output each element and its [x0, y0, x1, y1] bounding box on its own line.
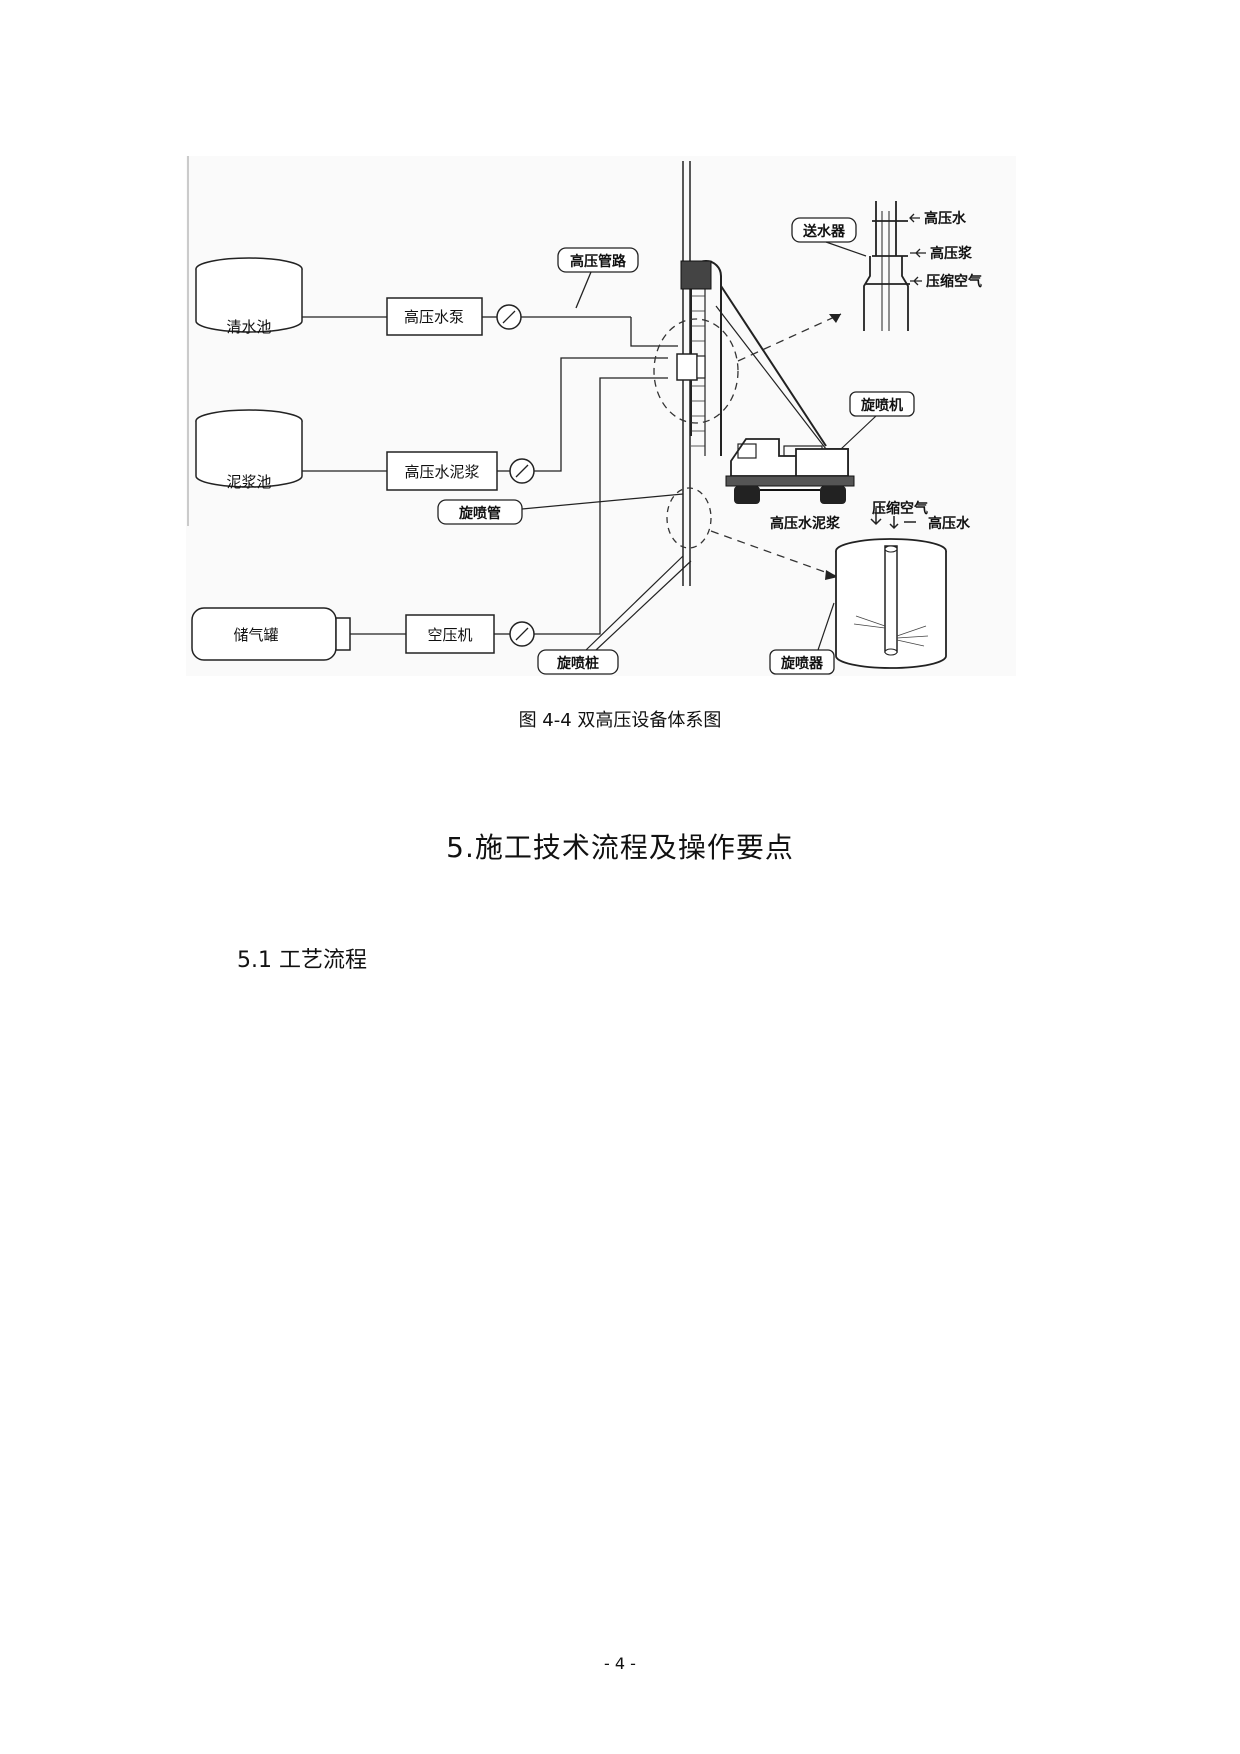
- subsection-title: 5.1 工艺流程: [237, 948, 367, 973]
- jet-nozzle-callout: 旋喷器: [769, 602, 835, 675]
- page-number: - 4 -: [604, 1654, 636, 1673]
- mud-tank: 泥浆池: [195, 409, 303, 491]
- hp-water-bottom-label: 高压水: [928, 515, 971, 532]
- compressed-air-label: 压缩空气: [926, 273, 982, 290]
- air-compressor-label: 空压机: [427, 626, 472, 644]
- hp-cement-slurry-bottom-label: 高压水泥浆: [770, 515, 841, 532]
- water-feeder-label: 送水器: [802, 223, 846, 240]
- hp-water-label: 高压水: [924, 210, 967, 227]
- jet-pipe-label: 旋喷管: [458, 505, 501, 522]
- detail-arrow: [737, 313, 842, 362]
- water-feeder-detail: [863, 201, 926, 331]
- swivel-block: [676, 353, 698, 381]
- clear-water-tank-label: 清水池: [226, 318, 271, 336]
- hp-pipeline-label: 高压管路: [570, 253, 627, 270]
- air-compressor-box: [405, 614, 495, 654]
- jet-machine-label: 旋喷机: [860, 397, 903, 414]
- compressed-air-bottom-label: 压缩空气: [872, 500, 928, 517]
- air-tank-label: 储气罐: [233, 626, 278, 644]
- section-title: 5.施工技术流程及操作要点: [446, 831, 794, 864]
- mud-tank-label: 泥浆池: [226, 473, 271, 491]
- hp-slurry-label: 高压浆: [930, 245, 973, 262]
- water-feeder-callout: 送水器: [791, 217, 867, 257]
- pressure-gauge-icon: [482, 304, 631, 330]
- jet-nozzle-label: 旋喷器: [780, 655, 824, 672]
- jet-nozzle-cylinder: [835, 538, 947, 669]
- equipment-system-diagram: 清水池 泥浆池 储气罐 高压水泵 高压水泥浆 空压机: [186, 156, 1016, 676]
- jet-machine: [715, 285, 855, 504]
- nozzle-detail-circle: [666, 487, 712, 549]
- air-tank: 储气罐: [191, 607, 351, 661]
- feed-arrows-icon: [870, 508, 916, 530]
- detail-arrow: [710, 530, 838, 580]
- hp-pipeline-callout: 高压管路: [557, 247, 639, 309]
- jet-pile-label: 旋喷桩: [556, 655, 599, 672]
- figure-caption: 图 4-4 双高压设备体系图: [518, 710, 722, 731]
- diagram-svg: 清水池 泥浆池 储气罐 高压水泵 高压水泥浆 空压机: [186, 156, 1016, 676]
- jet-pile-callout: 旋喷桩: [537, 555, 692, 675]
- hp-cement-slurry-label: 高压水泥浆: [404, 463, 479, 481]
- clear-water-tank: 清水池: [195, 257, 303, 336]
- jet-machine-callout: 旋喷机: [840, 391, 915, 450]
- swivel-detail-circle: [653, 318, 739, 424]
- hp-water-pump-label: 高压水泵: [404, 308, 464, 326]
- mast-head-block: [680, 260, 712, 290]
- jet-pipe-callout: 旋喷管: [437, 493, 684, 525]
